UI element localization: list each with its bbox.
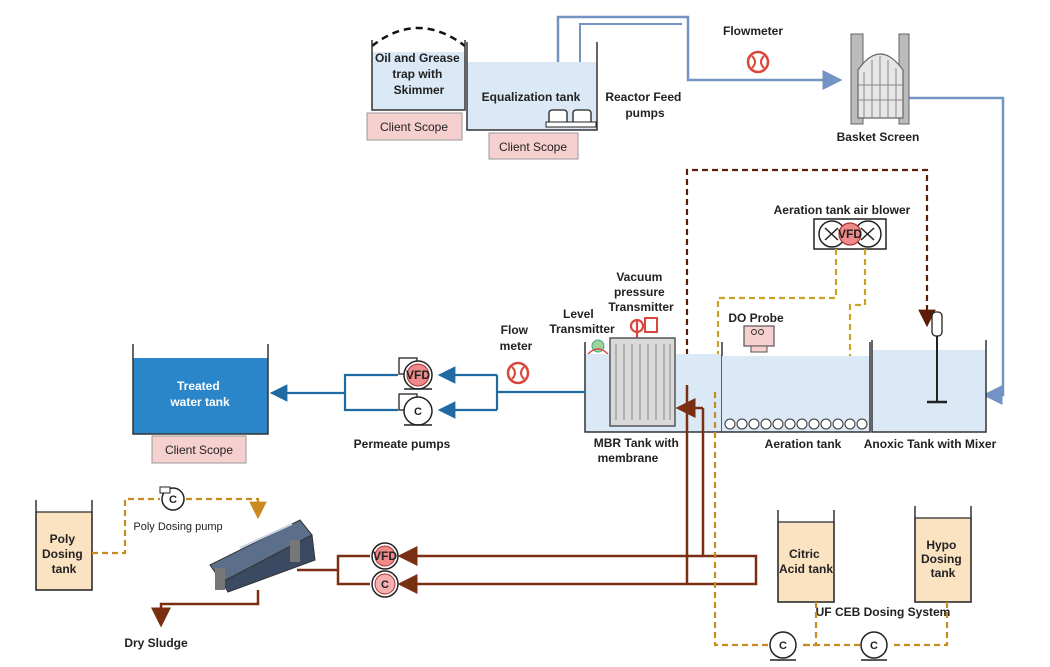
aeration-blower-label: Aeration tank air blower [774,203,911,217]
sludge-dewatering-press-icon [209,519,316,593]
treated-water-tank: Treated water tank [132,344,269,435]
sludge-line [151,385,758,628]
oil-grease-trap: Oil and Grease trap with Skimmer [371,26,466,111]
permeate-pump-vfd-icon: VFD [398,357,433,390]
ceb-pump-1-icon: C [769,631,797,661]
poly-dosing-tank: Poly Dosing tank [35,500,93,591]
treated-water-label: Treated water tank [169,379,230,409]
flow-meter-mid-icon [506,361,530,385]
svg-text:Client Scope: Client Scope [165,443,233,457]
do-probe-icon [743,325,775,353]
poly-dosing-tank-label: Poly Dosing tank [42,532,86,576]
ceb-dosing-lines [713,388,949,647]
do-probe-label: DO Probe [728,311,784,325]
uf-ceb-label: UF CEB Dosing System [816,605,951,619]
hypo-dosing-tank: Hypo Dosing tank [914,506,972,603]
permeate-line [269,366,585,419]
equalization-label: Equalization tank [482,90,581,104]
sludge-pump-icon: C [371,570,399,598]
client-scope-badge-1: Client Scope [366,112,463,141]
diffuser-icon [724,418,868,430]
recirculation-dashed-line [685,168,936,385]
equalization-tank: Equalization tank [466,42,598,131]
svg-text:C: C [414,406,422,418]
level-transmitter-icon [587,339,609,355]
membrane-module-icon [609,337,676,427]
basket-screen-label: Basket Screen [837,130,920,144]
svg-text:C: C [381,579,389,591]
flow-meter-mid-label: Flow meter [500,323,533,353]
citric-acid-tank: Citric Acid tank [777,510,835,603]
client-scope-badge-2: Client Scope [488,132,579,160]
permeate-pump-icon: C [398,393,433,426]
svg-text:Client Scope: Client Scope [380,120,448,134]
svg-text:C: C [169,494,177,506]
sludge-pump-vfd-icon: VFD [371,542,399,570]
svg-text:VFD: VFD [406,368,430,382]
poly-dosing-pump-icon: C [159,486,185,511]
ceb-pump-2-icon: C [860,631,888,661]
poly-dosing-pump-label: Poly Dosing pump [133,521,222,533]
aeration-tank-label: Aeration tank [765,437,842,451]
reactor-feed-pump-icon [545,109,597,128]
mbr-tank-label: MBR Tank with membrane [594,436,682,465]
svg-text:VFD: VFD [373,549,397,563]
permeate-pumps-label: Permeate pumps [354,437,451,451]
level-transmitter-label: Level Transmitter [549,307,615,336]
mixer-icon [927,311,947,404]
svg-text:VFD: VFD [838,227,862,241]
flowmeter-top-label: Flowmeter [723,24,783,38]
svg-text:C: C [870,640,878,652]
reactor-feed-pumps-label: Reactor Feed pumps [605,90,684,120]
vacuum-transmitter-label: Vacuum pressure Transmitter [608,270,674,314]
air-blower-icon: VFD [813,218,887,250]
hypo-dosing-label: Hypo Dosing tank [921,538,965,580]
basket-screen-icon [850,33,910,125]
citric-acid-label: Citric Acid tank [779,547,833,576]
mbr-tank [584,337,723,433]
vacuum-transmitter-icon [629,317,658,340]
poly-dosing-line [92,497,267,555]
flowmeter-top-icon [746,50,770,74]
anoxic-tank [871,311,987,433]
dry-sludge-label: Dry Sludge [124,636,188,650]
svg-text:C: C [779,640,787,652]
oil-grease-label: Oil and Grease trap with Skimmer [375,51,463,97]
client-scope-badge-3: Client Scope [151,435,247,464]
svg-text:Client Scope: Client Scope [499,140,567,154]
aeration-tank [722,342,871,433]
anoxic-tank-label: Anoxic Tank with Mixer [864,437,997,451]
